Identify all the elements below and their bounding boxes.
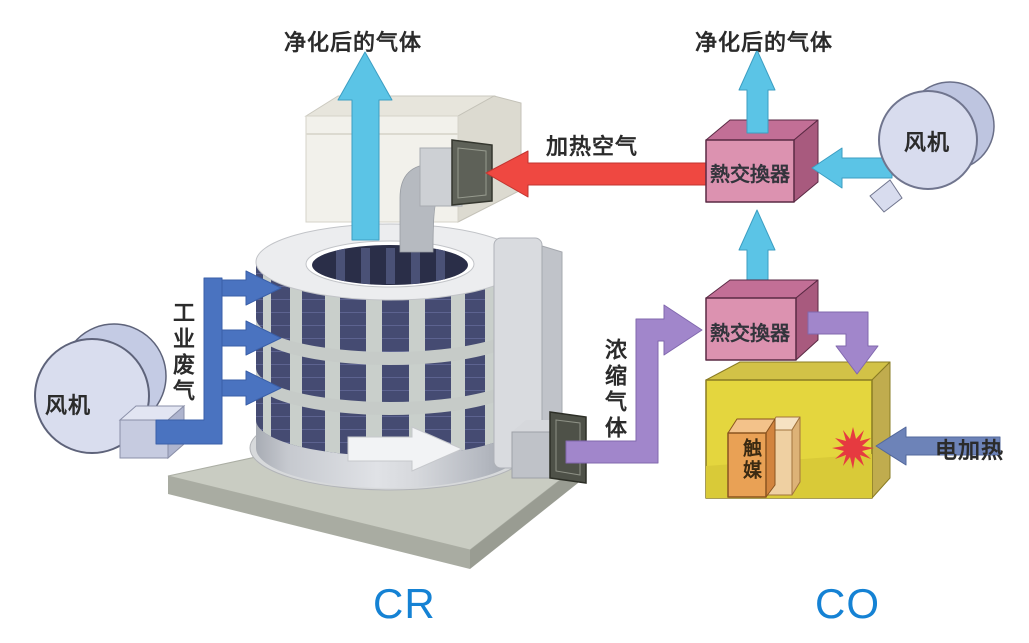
- waste-gas-arrow-top: [221, 270, 282, 306]
- waste-gas-arrow-bottom: [221, 370, 282, 406]
- heat-exchanger-bottom-box: [705, 279, 819, 361]
- drum-housing-panel: [493, 237, 563, 469]
- concentrated-gas-arrow: [565, 304, 703, 464]
- concentrated-gas-label: 浓缩气体: [602, 338, 627, 442]
- electric-heating-label: 电加热: [935, 438, 1005, 463]
- purified-gas-arrow-left: [337, 51, 393, 241]
- concentrator-caption: CR: [373, 580, 436, 627]
- spark-icon: [832, 427, 874, 469]
- purified-gas-label-right: 净化后的气体: [695, 30, 834, 55]
- left-fan: [34, 323, 186, 460]
- catalyst-block: [727, 416, 801, 498]
- heat-exchanger-top-box: [705, 119, 819, 203]
- fan-left-label: 风机: [45, 393, 92, 418]
- heat-exchanger-top-label: 熱交換器: [710, 164, 790, 186]
- heat-exchanger-bottom-label: 熱交換器: [710, 323, 790, 345]
- heated-air-label: 加热空气: [546, 134, 639, 159]
- exchanger-link-arrow: [738, 209, 776, 285]
- rotary-concentrator-drum: [255, 223, 525, 488]
- electric-heating-arrow: [875, 426, 1001, 466]
- oxidizer-caption: CO: [815, 580, 880, 627]
- rotation-arrow-icon: [347, 426, 464, 472]
- catalyst-label: 触媒: [740, 438, 761, 482]
- purified-gas-label-left: 净化后的气体: [284, 30, 423, 55]
- right-fan: [869, 81, 995, 213]
- fan-right-label: 风机: [904, 130, 951, 155]
- industrial-waste-gas-label: 工业废气: [170, 301, 195, 405]
- purified-gas-arrow-right: [738, 49, 776, 134]
- exchanger-to-oxidizer-arrow: [807, 311, 879, 375]
- hot-air-inlet-duct: [399, 139, 493, 253]
- waste-gas-arrow-middle: [221, 320, 282, 356]
- industrial-waste-gas-pipe: [155, 270, 282, 445]
